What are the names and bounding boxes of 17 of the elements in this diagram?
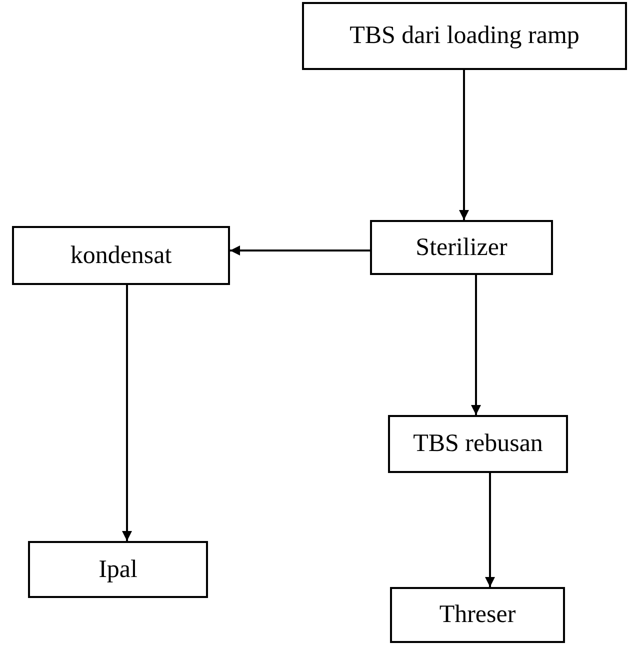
process-box	[302, 2, 627, 70]
process-box	[388, 415, 568, 473]
process-box	[370, 220, 553, 275]
box-label: Ipal	[98, 556, 138, 584]
arrow	[485, 473, 495, 587]
arrow	[459, 70, 469, 220]
box-label: kondensat	[70, 242, 172, 270]
process-box	[390, 587, 565, 643]
arrow	[230, 246, 370, 256]
box-label: Threser	[439, 601, 516, 629]
process-box	[12, 226, 230, 285]
process-box	[28, 541, 208, 598]
box-label: TBS dari loading ramp	[350, 22, 580, 50]
arrow	[471, 275, 481, 415]
box-label: Sterilizer	[416, 234, 508, 262]
arrow	[122, 285, 132, 541]
box-label: TBS rebusan	[413, 430, 543, 458]
